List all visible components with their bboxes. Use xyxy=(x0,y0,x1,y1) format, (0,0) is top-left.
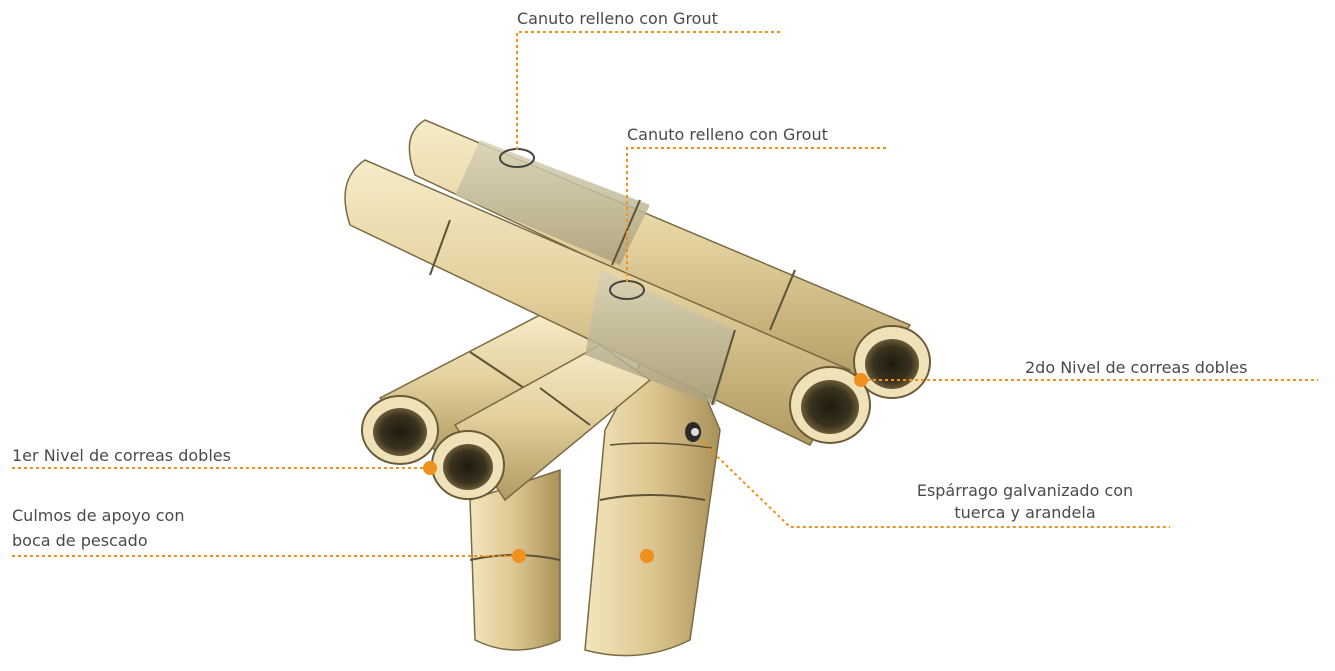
threaded-rod-nut-icon xyxy=(685,422,701,442)
marker-dot-support-right xyxy=(640,549,654,563)
label-second-level: 2do Nivel de correas dobles xyxy=(1025,358,1247,377)
marker-dot-second-level xyxy=(854,373,868,387)
label-rod-line2: tuerca y arandela xyxy=(954,503,1095,522)
marker-dot-support-left xyxy=(512,549,526,563)
label-top-grout: Canuto relleno con Grout xyxy=(517,9,718,28)
label-first-level: 1er Nivel de correas dobles xyxy=(12,446,231,465)
label-support-line1: Culmos de apoyo con xyxy=(12,506,184,525)
label-mid-grout: Canuto relleno con Grout xyxy=(627,125,828,144)
bamboo-illustration xyxy=(345,120,930,656)
label-rod-line1: Espárrago galvanizado con xyxy=(917,481,1133,500)
marker-dot-first-level xyxy=(423,461,437,475)
label-support-line2: boca de pescado xyxy=(12,531,148,550)
